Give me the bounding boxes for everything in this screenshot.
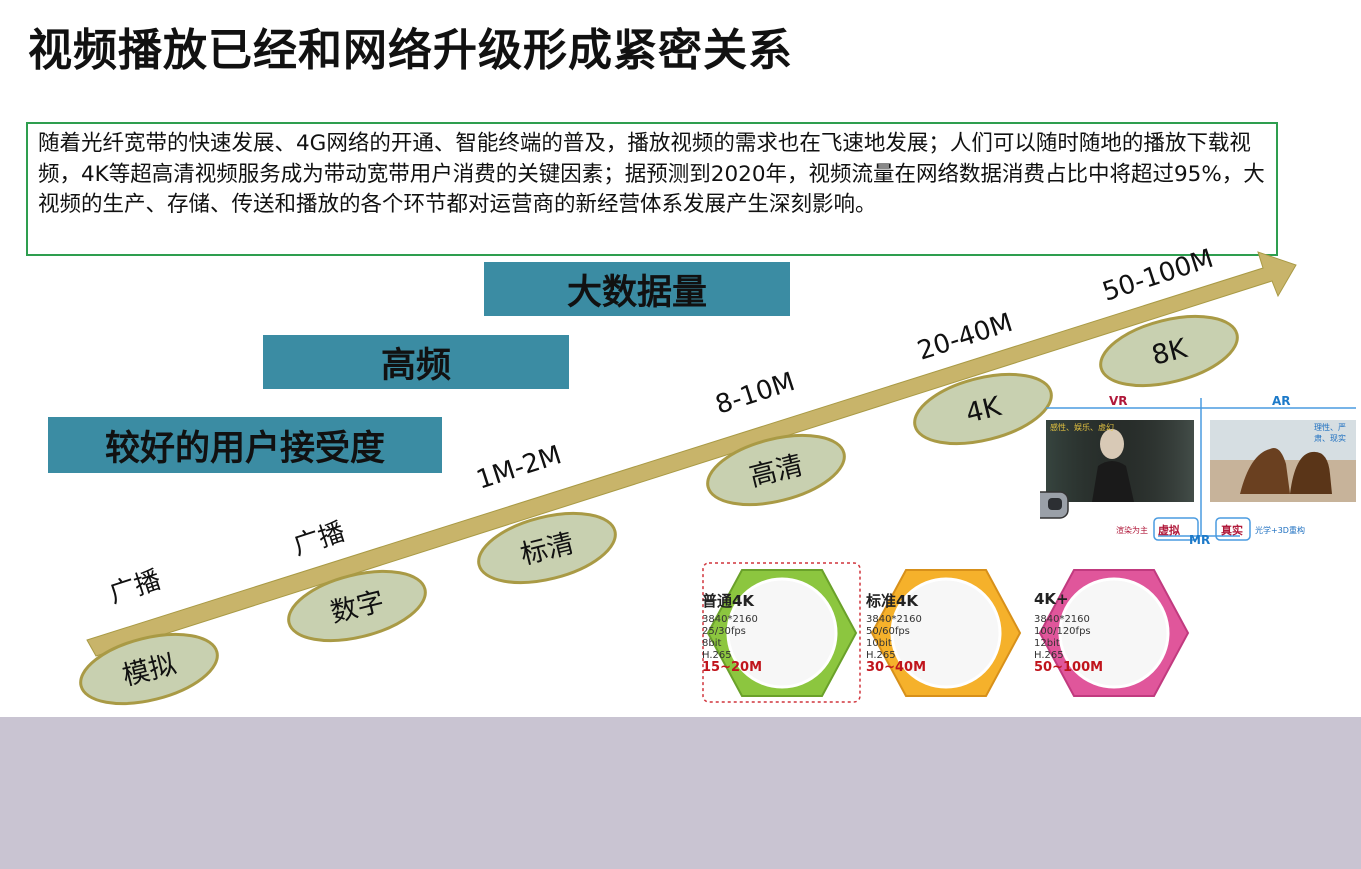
- stage-ellipse: 数字: [287, 569, 427, 643]
- vr-caption: 感性、娱乐、虚幻: [1050, 423, 1114, 432]
- hexagon-shape: [702, 562, 861, 703]
- vr-ar-frame: [1040, 398, 1356, 541]
- hex-title: 标准4K: [866, 592, 919, 610]
- real-label: 真实: [1221, 524, 1243, 537]
- hex-rate: 30~40M: [866, 660, 927, 675]
- ar-caption: 理性、严肃、现实: [1314, 423, 1346, 443]
- hexagon-shape: [1038, 569, 1190, 697]
- hex-title: 4K+: [1034, 590, 1069, 608]
- stage-bandwidth-label: 1M-2M: [473, 440, 565, 496]
- hex-standard-4k: 标准4K 3840*2160 50/60fps 10bit H.265 30~4…: [866, 562, 1026, 704]
- stage-ellipse: 标清: [477, 511, 617, 585]
- render-note: 渲染为主: [1116, 526, 1148, 535]
- hex-spec: 25/30fps: [702, 626, 746, 637]
- hex-spec: 50/60fps: [866, 626, 910, 637]
- band-user-acceptance: 较好的用户接受度: [48, 417, 442, 473]
- vr-headset-icon: [1040, 491, 1069, 519]
- band-label: 较好的用户接受度: [104, 428, 385, 469]
- hex-spec: 8bit: [702, 638, 722, 649]
- band-label: 大数据量: [566, 272, 707, 313]
- stage-ellipse: 4K: [913, 372, 1053, 446]
- mr-label: MR: [1189, 533, 1211, 547]
- virtual-label: 虚拟: [1158, 524, 1180, 537]
- hex-spec: 10bit: [866, 638, 892, 649]
- vr-label: VR: [1109, 394, 1128, 408]
- hex-title: 普通4K: [702, 592, 755, 610]
- hex-spec: 3840*2160: [702, 614, 758, 625]
- hex-spec: 100/120fps: [1034, 626, 1091, 637]
- stage-ellipse: 高清: [706, 433, 846, 507]
- hexagon-shape: [870, 569, 1022, 697]
- stage-ellipse: 模拟: [79, 632, 219, 706]
- hex-spec: H.265: [1034, 650, 1064, 661]
- band-big-data: 大数据量: [484, 262, 790, 316]
- band-high-frequency: 高频: [263, 335, 569, 389]
- hex-rate: 50~100M: [1034, 660, 1104, 675]
- hex-spec: H.265: [702, 650, 732, 661]
- stage-ellipse: 8K: [1099, 314, 1239, 388]
- hex-spec: 3840*2160: [1034, 614, 1090, 625]
- optics-note: 光学+3D重构: [1255, 526, 1305, 535]
- page-title: 视频播放已经和网络升级形成紧密关系: [28, 25, 793, 76]
- stage-bandwidth-label: 8-10M: [712, 367, 799, 421]
- hex-spec: 3840*2160: [866, 614, 922, 625]
- hex-standard-4k-basic: 普通4K 3840*2160 25/30fps 8bit H.265 15~20…: [702, 562, 862, 704]
- hex-rate: 15~20M: [702, 660, 763, 675]
- hex-4k-plus: 4K+ 3840*2160 100/120fps 12bit H.265 50~…: [1034, 562, 1194, 704]
- vr-ar-mr-graphic: VR AR MR 感性、娱乐、虚幻 理性、严肃、现实 虚拟 真实 渲染为主 光学…: [1040, 394, 1358, 554]
- evolution-diagram: 模拟 数字 标清 高清 4K 8K 广播 广播 1M-2M 8-10M 20-4…: [79, 244, 1297, 706]
- intro-text-box: 随着光纤宽带的快速发展、4G网络的开通、智能终端的普及，播放视频的需求也在飞速地…: [26, 122, 1278, 256]
- footer-band: [0, 717, 1361, 869]
- band-label: 高频: [380, 345, 451, 386]
- hex-spec: 12bit: [1034, 638, 1060, 649]
- hex-spec: H.265: [866, 650, 896, 661]
- growth-arrow: [86, 251, 1297, 657]
- stage-bandwidth-label: 广播: [106, 565, 165, 610]
- ar-label: AR: [1272, 394, 1291, 408]
- stage-bandwidth-label: 广播: [290, 517, 349, 562]
